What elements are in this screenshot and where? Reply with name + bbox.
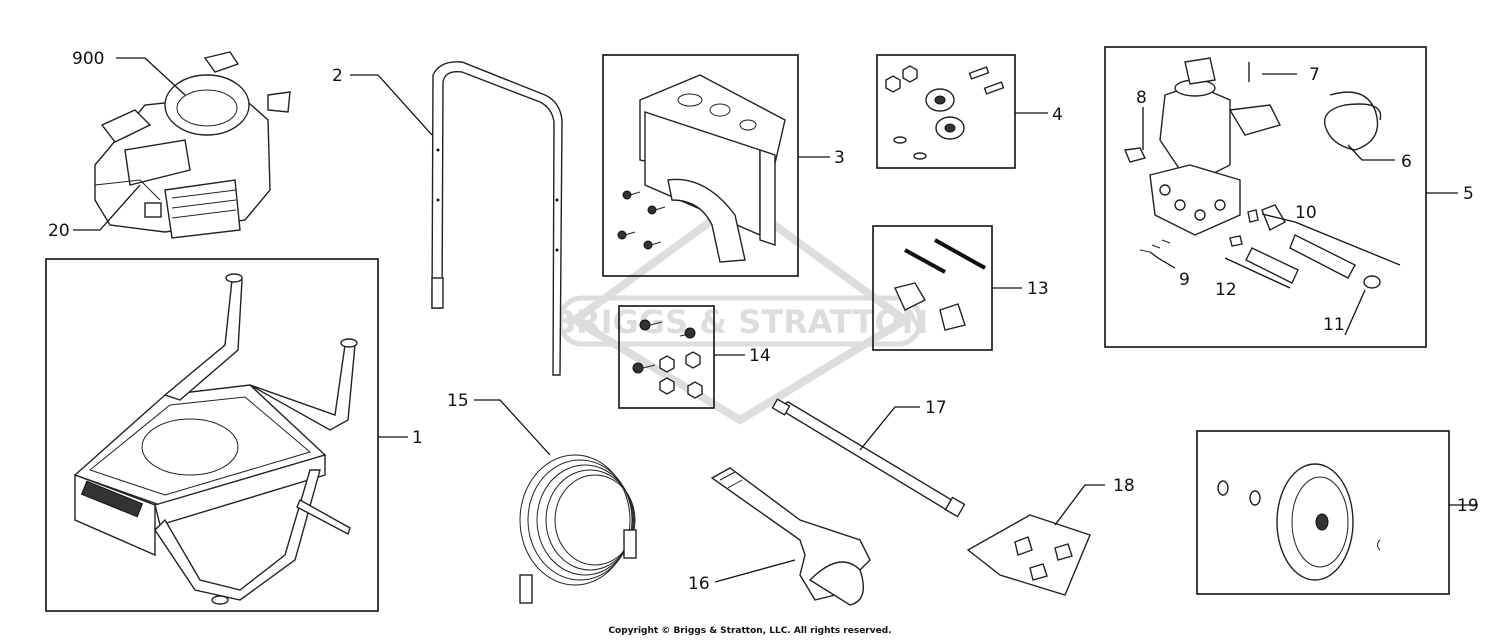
callout-box-3: [602, 54, 799, 277]
callout-box-4: [876, 54, 1016, 169]
callout-16: 16: [688, 574, 710, 594]
callout-box-5: [1104, 46, 1427, 348]
callout-box-19: [1196, 430, 1450, 595]
nozzle-bag-part: [966, 514, 1091, 596]
callout-15: 15: [447, 391, 469, 411]
callout-8: 8: [1136, 88, 1147, 108]
callout-13: 13: [1027, 279, 1049, 299]
callout-5: 5: [1463, 184, 1474, 204]
screw-set: [617, 190, 666, 250]
watermark-text: BRIGGS & STRATTON: [552, 303, 929, 341]
hose-small-part: [1323, 91, 1382, 151]
leader-lines: [73, 57, 1478, 583]
bracket-part: [617, 74, 786, 263]
callout-18: 18: [1113, 476, 1135, 496]
spray-gun-part: [710, 467, 871, 606]
screw-kit-part: [632, 319, 703, 399]
callout-20: 20: [48, 221, 70, 241]
engine-part: [94, 51, 291, 239]
bolt-kit-part: [894, 238, 986, 331]
watermark-logo: BRIGGS & STRATTON: [552, 195, 929, 425]
callout-7: 7: [1309, 65, 1320, 85]
callout-12: 12: [1215, 280, 1237, 300]
callout-10: 10: [1295, 203, 1317, 223]
callout-17: 17: [925, 398, 947, 418]
callout-19: 19: [1457, 496, 1479, 516]
callout-1: 1: [412, 428, 423, 448]
callout-2: 2: [332, 66, 343, 86]
wheel-kit-part: [1217, 463, 1381, 581]
callout-3: 3: [834, 148, 845, 168]
callout-6: 6: [1401, 152, 1412, 172]
callout-box-14: [618, 305, 715, 409]
hose-part: [519, 454, 637, 604]
callout-14: 14: [749, 346, 771, 366]
pump-assembly-part: [1124, 57, 1381, 289]
frame-part: [73, 273, 358, 605]
copyright-notice: Copyright © Briggs & Stratton, LLC. All …: [608, 626, 892, 636]
callout-4: 4: [1052, 105, 1063, 125]
handle-part: [431, 61, 563, 376]
hardware-kit-part: [885, 65, 1005, 160]
callout-900: 900: [72, 49, 104, 69]
callout-11: 11: [1323, 315, 1345, 335]
callout-9: 9: [1179, 270, 1190, 290]
callout-box-1: [45, 258, 379, 612]
wand-part: [771, 398, 966, 518]
